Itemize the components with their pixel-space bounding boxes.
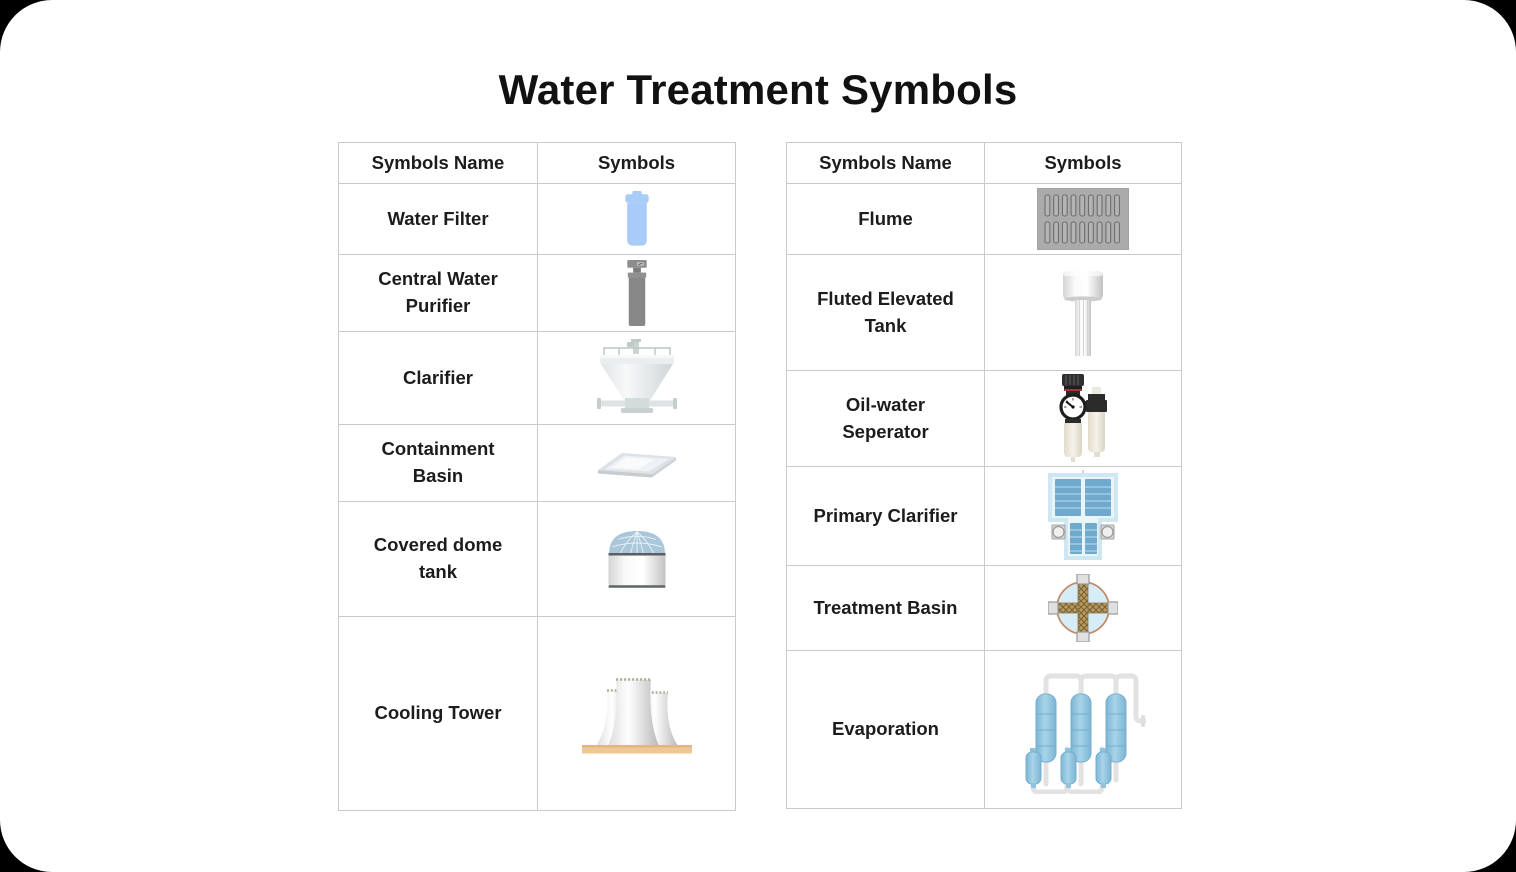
table-row: Clarifier (339, 332, 736, 425)
table-row: Treatment Basin (787, 566, 1182, 651)
central-water-purifier-icon (626, 259, 647, 327)
symbol-cell (985, 566, 1182, 651)
evaporation-icon (1025, 673, 1146, 794)
symbol-name-cell: Water Filter (339, 184, 538, 255)
cooling-tower-icon (581, 678, 692, 754)
header-row: Symbols Name Symbols (339, 143, 736, 184)
symbol-cell (538, 617, 736, 811)
containment-basin-icon (597, 453, 676, 478)
table-row: Flume (787, 184, 1182, 255)
symbols-table-right: Symbols Name Symbols Flume (786, 142, 1182, 809)
covered-dome-tank-icon (608, 531, 665, 588)
header-symbols-name: Symbols Name (339, 143, 538, 184)
symbol-name-cell: Cooling Tower (339, 617, 538, 811)
symbol-cell (985, 467, 1182, 566)
oil-water-seperator-icon (1059, 373, 1107, 462)
water-filter-icon (624, 191, 649, 246)
symbol-cell (538, 184, 736, 255)
table-row: Containment Basin (339, 425, 736, 502)
treatment-basin-icon (1048, 574, 1118, 642)
fluted-elevated-tank-icon (1063, 270, 1103, 356)
symbol-name-cell: Covered dome tank (339, 502, 538, 617)
symbol-name-cell: Oil-water Seperator (787, 371, 985, 467)
symbol-name-cell: Treatment Basin (787, 566, 985, 651)
header-symbols: Symbols (538, 143, 736, 184)
table-row: Central Water Purifier (339, 255, 736, 332)
table-row: Oil-water Seperator (787, 371, 1182, 467)
symbol-name-cell: Evaporation (787, 651, 985, 809)
symbol-cell (985, 651, 1182, 809)
symbol-name-cell: Fluted Elevated Tank (787, 255, 985, 371)
symbol-cell (538, 502, 736, 617)
table-row: Cooling Tower (339, 617, 736, 811)
header-symbols-name: Symbols Name (787, 143, 985, 184)
symbol-name-cell: Containment Basin (339, 425, 538, 502)
symbols-table-left: Symbols Name Symbols Water Filter Centra… (338, 142, 736, 811)
page-title: Water Treatment Symbols (498, 66, 1018, 113)
symbol-name-cell: Clarifier (339, 332, 538, 425)
symbol-cell (538, 255, 736, 332)
primary-clarifier-icon (1048, 470, 1118, 560)
table-row: Evaporation (787, 651, 1182, 809)
table-row: Water Filter (339, 184, 736, 255)
clarifier-icon (596, 339, 677, 413)
symbol-cell (985, 371, 1182, 467)
symbol-cell (538, 425, 736, 502)
flume-icon (1037, 188, 1129, 250)
symbol-cell (985, 184, 1182, 255)
symbol-name-cell: Central Water Purifier (339, 255, 538, 332)
symbol-cell (985, 255, 1182, 371)
header-symbols: Symbols (985, 143, 1182, 184)
symbol-name-cell: Flume (787, 184, 985, 255)
table-row: Primary Clarifier (787, 467, 1182, 566)
table-row: Covered dome tank (339, 502, 736, 617)
table-row: Fluted Elevated Tank (787, 255, 1182, 371)
symbol-name-cell: Primary Clarifier (787, 467, 985, 566)
header-row: Symbols Name Symbols (787, 143, 1182, 184)
symbol-cell (538, 332, 736, 425)
